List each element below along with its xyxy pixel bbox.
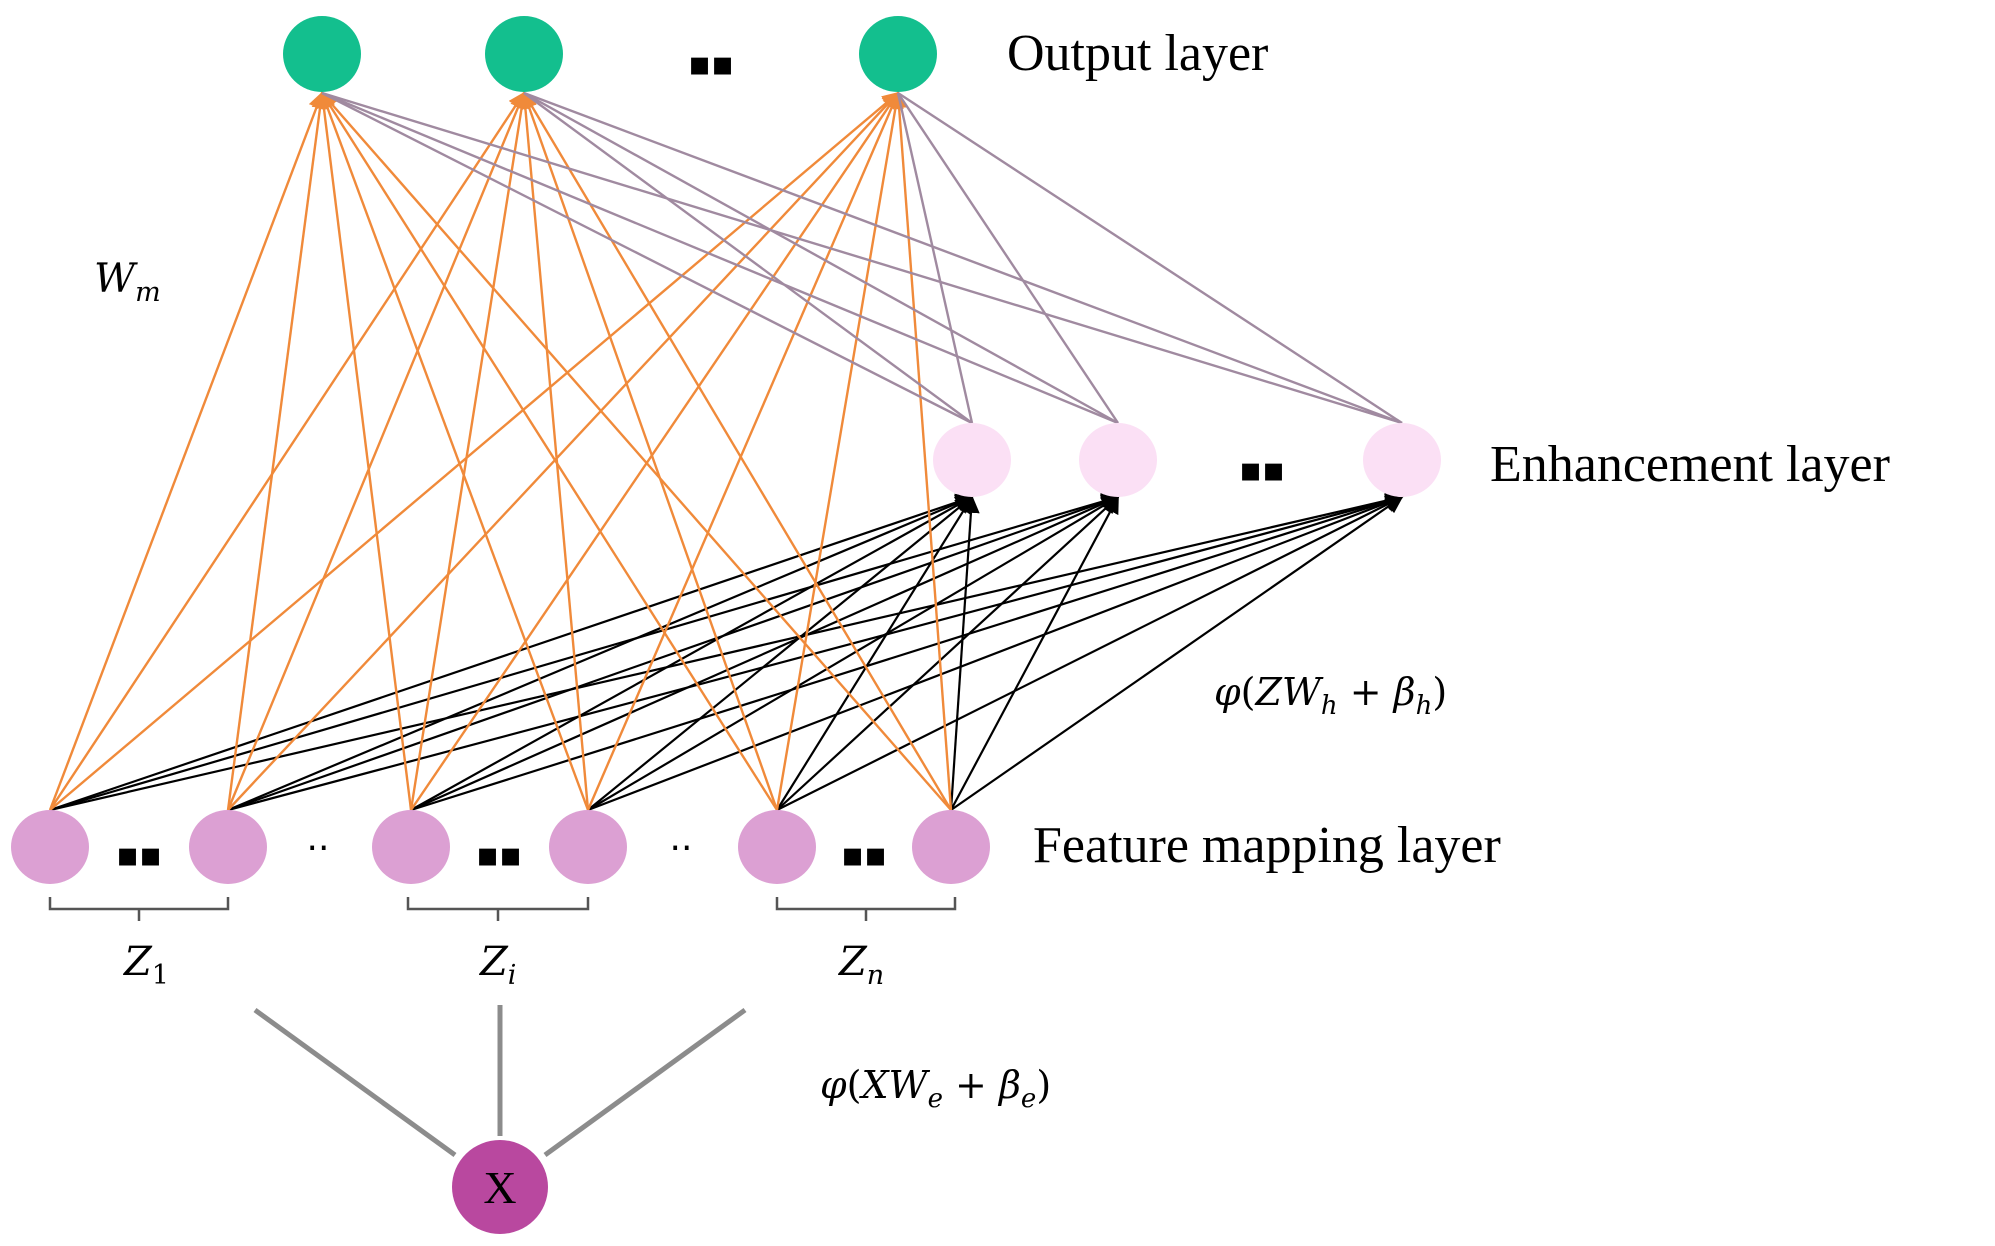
group-label-zn: Zn	[837, 939, 884, 991]
enhancement-layer-label: Enhancement layer	[1490, 436, 1890, 493]
enhancement-output-edge	[321, 91, 973, 425]
feature-output-edge	[226, 91, 526, 811]
input-node: X	[452, 1140, 548, 1234]
feature-output-edge	[409, 91, 530, 811]
enhancement-node	[1363, 423, 1441, 497]
feature-enhancement-edge	[49, 491, 1404, 812]
feature-output-edge	[226, 91, 329, 811]
enhancement-output-edge	[321, 91, 1403, 425]
weight-label-wm: Wm	[94, 256, 161, 308]
enhancement-output-edge	[523, 91, 1403, 425]
feature-ellipsis-zn: ▪▪	[841, 835, 887, 875]
feature-output-edge	[586, 91, 900, 811]
bracket-z1	[48, 897, 230, 921]
enhancement-layer-nodes	[933, 423, 1441, 497]
output-node	[283, 16, 361, 92]
bracket-zn	[775, 897, 957, 921]
feature-enhancement-edge	[949, 495, 980, 811]
feature-enhancement-edge	[950, 495, 1119, 811]
feature-output-edge	[320, 91, 952, 811]
input-edge	[543, 1007, 747, 1158]
enhancement-node	[933, 423, 1011, 497]
group-label-zi: Zi	[478, 939, 516, 991]
feature-output-edge	[49, 91, 900, 811]
feature-node	[11, 810, 89, 884]
feature-output-edge	[890, 91, 953, 811]
enhancement-output-edge	[897, 92, 1119, 424]
feature-output-edge	[775, 91, 904, 811]
feature-ellipsis-zi: ▪▪	[476, 835, 522, 875]
feature-enhancement-edge	[587, 494, 1404, 812]
feature-ellipsis-between-2: ··	[670, 828, 693, 869]
feature-to-enhancement-edges	[49, 491, 1404, 812]
enhancement-output-edge	[896, 92, 974, 424]
feature-node	[549, 810, 627, 884]
feature-node	[738, 810, 816, 884]
feature-output-edge	[48, 91, 325, 811]
feature-output-edge	[320, 91, 779, 811]
feature-ellipsis-z1: ▪▪	[116, 835, 162, 875]
group-label-z1: Z1	[122, 939, 169, 991]
feature-output-edge	[315, 91, 413, 811]
feature-node	[912, 810, 990, 884]
feature-output-edge	[516, 91, 590, 811]
output-node	[485, 16, 563, 92]
output-layer-label: Output layer	[1007, 25, 1268, 82]
feature-enhancement-edge	[227, 495, 974, 812]
feature-node	[189, 810, 267, 884]
feature-output-edge	[521, 91, 779, 811]
feature-enhancement-edge	[587, 495, 974, 811]
output-ellipsis: ▪▪	[688, 44, 734, 84]
enhancement-output-edge	[523, 92, 973, 424]
feature-output-edge	[48, 91, 526, 811]
feature-output-edge	[319, 91, 590, 811]
enhancement-to-output-edges	[321, 91, 1403, 425]
feature-enhancement-edge	[950, 495, 1404, 811]
enhancement-formula: φ(ZWh + βh)	[1214, 670, 1447, 721]
input-edge	[253, 1007, 457, 1158]
feature-layer-label: Feature mapping layer	[1033, 817, 1501, 874]
enhancement-output-edge	[897, 91, 1403, 425]
feature-enhancement-edge	[776, 495, 973, 811]
feature-enhancement-edge	[776, 495, 1120, 811]
enhancement-output-edge	[523, 91, 1119, 425]
enhancement-output-edge	[321, 91, 1119, 425]
group-brackets	[48, 897, 957, 921]
feature-ellipsis-between-1: ··	[307, 828, 330, 869]
feature-node	[372, 810, 450, 884]
feature-output-edge	[410, 91, 899, 811]
input-edges	[253, 1005, 747, 1158]
feature-enhancement-edge	[49, 493, 974, 812]
feature-output-edge	[227, 91, 900, 811]
feature-enhancement-edge	[410, 493, 1404, 812]
output-node	[859, 16, 937, 92]
feature-to-output-edges	[48, 91, 953, 811]
feature-enhancement-edge	[410, 496, 974, 811]
feature-output-edge	[522, 91, 953, 811]
output-layer-nodes	[283, 16, 937, 92]
feature-formula: φ(XWe + βe)	[820, 1063, 1051, 1114]
feature-enhancement-edge	[227, 493, 1120, 812]
enhancement-ellipsis: ▪▪	[1239, 450, 1285, 490]
feature-layer-nodes	[11, 810, 990, 884]
feature-enhancement-edge	[776, 496, 1404, 811]
feature-enhancement-edge	[410, 495, 1120, 812]
feature-enhancement-edge	[587, 496, 1120, 811]
enhancement-node	[1079, 423, 1157, 497]
bracket-zi	[406, 897, 590, 921]
input-label: X	[483, 1162, 516, 1213]
